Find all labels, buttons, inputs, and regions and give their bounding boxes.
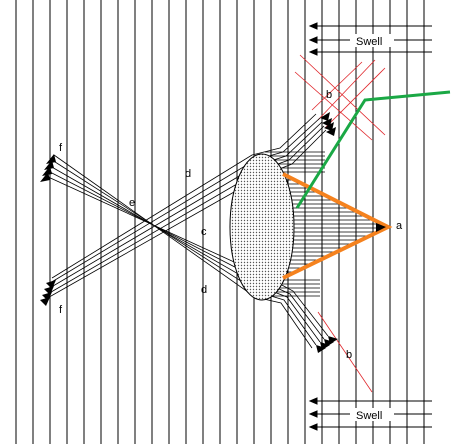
swell-label-bg-top — [350, 34, 394, 47]
label-d-bottom: d — [201, 284, 207, 296]
label-c: c — [201, 226, 207, 238]
label-f-top: f — [59, 142, 63, 154]
red-orthogonals-top — [294, 54, 386, 141]
label-e: e — [129, 197, 135, 209]
ray-arrowheads — [40, 112, 338, 353]
label-b-top: b — [326, 89, 332, 101]
swell-label-bg-bottom — [350, 408, 394, 421]
orange-wedge — [282, 172, 393, 280]
label-f-bottom: f — [59, 304, 63, 316]
label-d-top: d — [185, 168, 191, 180]
shoal-ellipse — [229, 153, 295, 301]
label-b-bottom: b — [346, 349, 352, 361]
swell-label-top: Swell — [356, 36, 382, 48]
label-a: a — [396, 220, 403, 232]
red-orthogonal-bottom — [317, 311, 373, 393]
wave-crest-lines — [15, 0, 425, 444]
wedge-arrowhead-icon — [376, 223, 386, 232]
swell-label-bottom: Swell — [356, 410, 382, 422]
wedge-hatch — [283, 175, 388, 277]
green-path — [295, 90, 451, 209]
